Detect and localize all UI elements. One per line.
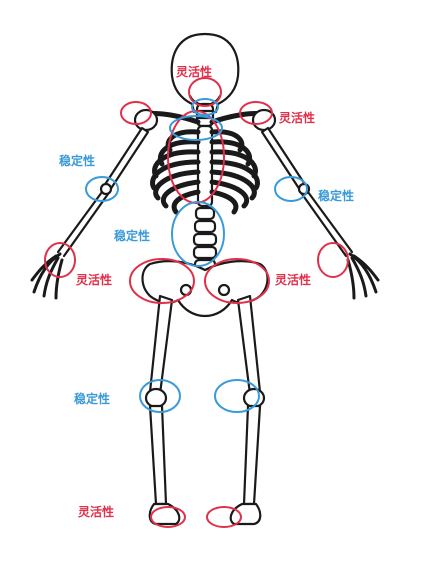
scapula-stability-ellipse bbox=[169, 115, 223, 141]
right-elbow-stability-label: 稳定性 bbox=[318, 189, 355, 203]
thoracic-spine bbox=[196, 124, 214, 208]
left-elbow-stability-ellipse bbox=[85, 176, 119, 202]
right-humerus bbox=[260, 126, 308, 192]
left-hand bbox=[30, 252, 64, 300]
right-shoulder-mobility-label: 灵活性 bbox=[279, 111, 316, 125]
right-wrist-mobility-ellipse bbox=[317, 242, 349, 278]
left-humerus bbox=[102, 126, 150, 192]
left-ankle-mobility-ellipse bbox=[150, 506, 186, 528]
right-ankle-mobility-ellipse bbox=[206, 506, 242, 528]
lumbar-spine bbox=[192, 206, 218, 272]
left-ribs bbox=[150, 129, 201, 215]
right-ribs bbox=[209, 129, 260, 215]
right-hip-mobility-ellipse bbox=[204, 258, 270, 304]
neck-stability-ellipse bbox=[191, 98, 219, 116]
right-foot bbox=[229, 502, 262, 526]
left-hip-mobility-ellipse bbox=[129, 258, 195, 304]
right-knee-stability-ellipse bbox=[214, 379, 260, 413]
right-elbow-stability-ellipse bbox=[274, 176, 308, 202]
ankle-mobility-label: 灵活性 bbox=[78, 505, 115, 519]
left-knee-stability-ellipse bbox=[139, 379, 181, 413]
right-tibia bbox=[242, 404, 262, 506]
left-hip-mobility-label: 灵活性 bbox=[76, 273, 113, 287]
knee-stability-label: 稳定性 bbox=[74, 392, 111, 406]
stability-markers bbox=[85, 98, 308, 413]
lumbar-stability-label: 稳定性 bbox=[114, 229, 151, 243]
lumbar-stability-ellipse bbox=[171, 201, 225, 267]
right-hand bbox=[346, 252, 380, 300]
left-wrist-mobility-ellipse bbox=[44, 242, 76, 278]
left-shoulder-mobility-ellipse bbox=[120, 101, 152, 125]
head-mobility-label: 灵活性 bbox=[176, 65, 213, 79]
left-elbow-stability-label: 稳定性 bbox=[59, 154, 96, 168]
right-forearm bbox=[300, 190, 354, 258]
left-tibia bbox=[148, 404, 168, 506]
neck-mobility-ellipse bbox=[188, 77, 222, 107]
left-forearm bbox=[56, 190, 110, 258]
thoracic-mobility-ellipse bbox=[167, 110, 225, 204]
right-shoulder-mobility-ellipse bbox=[239, 101, 273, 125]
mobility-markers bbox=[44, 77, 349, 528]
right-hip-mobility-label: 灵活性 bbox=[275, 273, 312, 287]
